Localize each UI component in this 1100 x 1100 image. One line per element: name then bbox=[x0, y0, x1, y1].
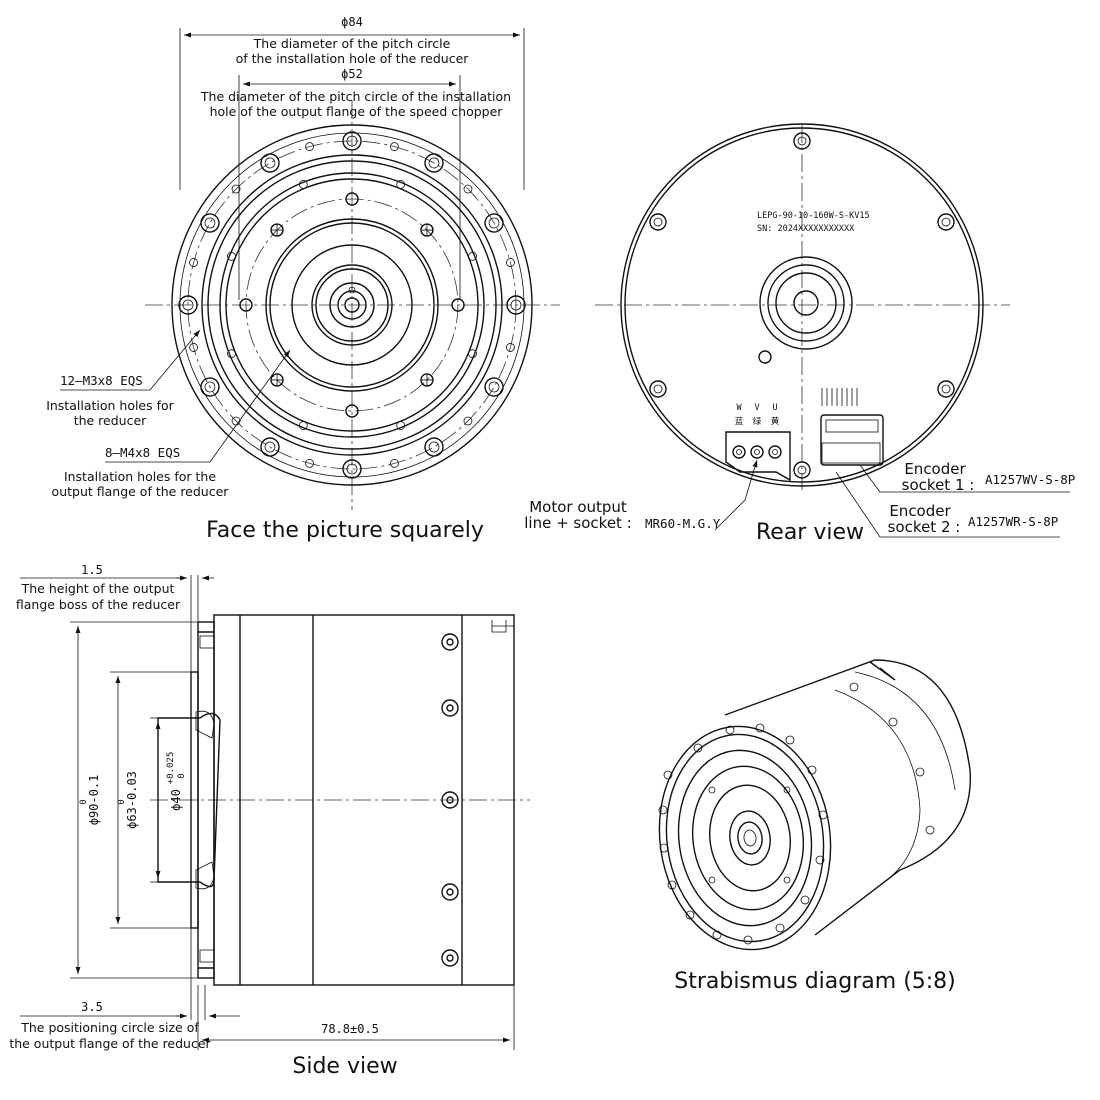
dim-63-upper: 0 bbox=[117, 799, 127, 804]
front-view: ϕ84 The diameter of the pitch circle of … bbox=[46, 15, 560, 543]
m3-note-line2: the reducer bbox=[74, 413, 147, 428]
dim-40-upper: +0.025 bbox=[166, 752, 176, 785]
m3-note-line1: Installation holes for bbox=[46, 398, 174, 413]
isometric-caption: Strabismus diagram (5:8) bbox=[674, 969, 956, 994]
motor-label-line2: line + socket : bbox=[524, 514, 632, 532]
sn-line: SN: 2024XXXXXXXXXXX bbox=[757, 224, 855, 234]
rear-view-caption: Rear view bbox=[756, 520, 864, 545]
m4-note-line1: Installation holes for the bbox=[64, 469, 216, 484]
phase-v: V bbox=[754, 403, 759, 413]
model-line: LEPG-90-10-160W-S-KV15 bbox=[757, 211, 870, 221]
encoder2-label-line1: Encoder bbox=[889, 502, 951, 520]
m4-holes bbox=[227, 180, 477, 430]
note-1-5-line2: flange boss of the reducer bbox=[16, 597, 181, 612]
phase-w-color: 蓝 bbox=[735, 416, 744, 427]
phase-u-color: 黄 bbox=[771, 416, 780, 427]
m4-note-line2: output flange of the reducer bbox=[52, 484, 230, 499]
dim-63: ϕ63-0.03 bbox=[125, 771, 139, 829]
dim-52: ϕ52 bbox=[341, 67, 363, 81]
dim-40: ϕ40 bbox=[169, 789, 183, 811]
note-84-line1: The diameter of the pitch circle bbox=[253, 36, 451, 51]
encoder1-label-line2: socket 1 : bbox=[902, 476, 975, 494]
encoder2-label-line2: socket 2 : bbox=[888, 518, 961, 536]
isometric-view: Strabismus diagram (5:8) bbox=[658, 659, 971, 994]
note-1-5-line1: The height of the output bbox=[21, 581, 175, 596]
note-3-5-line2: the output flange of the reducer bbox=[9, 1036, 211, 1051]
note-52-line1: The diameter of the pitch circle of the … bbox=[200, 89, 511, 104]
dim-78-8: 78.8±0.5 bbox=[321, 1022, 379, 1036]
m4-callout: 8—M4x8 EQS bbox=[105, 445, 180, 460]
dim-90: ϕ90-0.1 bbox=[87, 775, 101, 826]
dim-90-upper: 0 bbox=[79, 799, 89, 804]
note-3-5-line1: The positioning circle size of bbox=[20, 1020, 199, 1035]
motor-label-line1: Motor output bbox=[529, 498, 627, 516]
dim-84: ϕ84 bbox=[341, 15, 363, 29]
dim-1-5: 1.5 bbox=[81, 563, 103, 577]
phase-w: W bbox=[736, 403, 742, 413]
phase-u: U bbox=[772, 403, 777, 413]
rear-view: LEPG-90-10-160W-S-KV15 SN: 2024XXXXXXXXX… bbox=[524, 123, 1075, 545]
side-view-caption: Side view bbox=[292, 1054, 397, 1079]
encoder1-label-line1: Encoder bbox=[904, 460, 966, 478]
dim-3-5: 3.5 bbox=[81, 1000, 103, 1014]
motor-socket-value: MR60-M.G.Y bbox=[645, 516, 721, 531]
encoder2-value: A1257WR-S-8P bbox=[968, 514, 1058, 529]
dim-40-lower: 0 bbox=[177, 773, 187, 778]
encoder1-value: A1257WV-S-8P bbox=[985, 472, 1075, 487]
m3-holes bbox=[178, 131, 526, 479]
phase-v-color: 绿 bbox=[753, 416, 762, 427]
front-view-caption: Face the picture squarely bbox=[206, 518, 484, 543]
note-84-line2: of the installation hole of the reducer bbox=[236, 51, 470, 66]
side-view: 1.5 The height of the output flange boss… bbox=[9, 563, 530, 1079]
m3-callout: 12—M3x8 EQS bbox=[60, 373, 143, 388]
note-52-line2: hole of the output flange of the speed c… bbox=[210, 104, 504, 119]
